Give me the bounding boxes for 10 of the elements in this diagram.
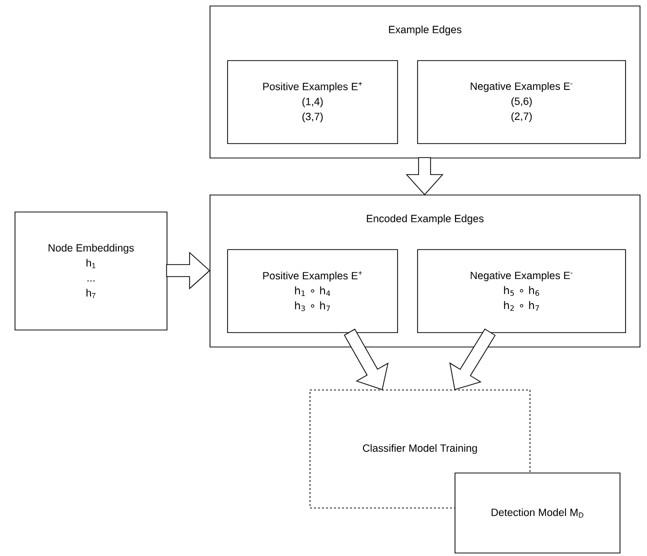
block-arrow bbox=[449, 328, 496, 390]
process-box: Classifier Model Training bbox=[310, 390, 530, 508]
text-box: Positive Examples E$^{+}$ (1,4) (3,7) bbox=[227, 60, 398, 144]
text-box: Positive Examples E$^{+}$ h$_{1}$ ∘ h$_{4}$ h$_{3}$ ∘ h$_{7}$ bbox=[227, 249, 398, 333]
block-arrow bbox=[166, 252, 210, 290]
text-box: Negative Examples E$^{-}$ h$_{5}$ ∘ h$_{6}$ h$_{2}$ ∘ h$_{7}$ bbox=[417, 249, 626, 333]
block-arrow bbox=[406, 157, 444, 196]
text-box: Negative Examples E$^{-}$ (5,6) (2,7) bbox=[417, 60, 626, 144]
text-box: Node Embeddings h$_{1}$ ... h$_{7}$ bbox=[14, 212, 168, 330]
text-box: Detection Model M$_{D}$ bbox=[454, 472, 620, 554]
